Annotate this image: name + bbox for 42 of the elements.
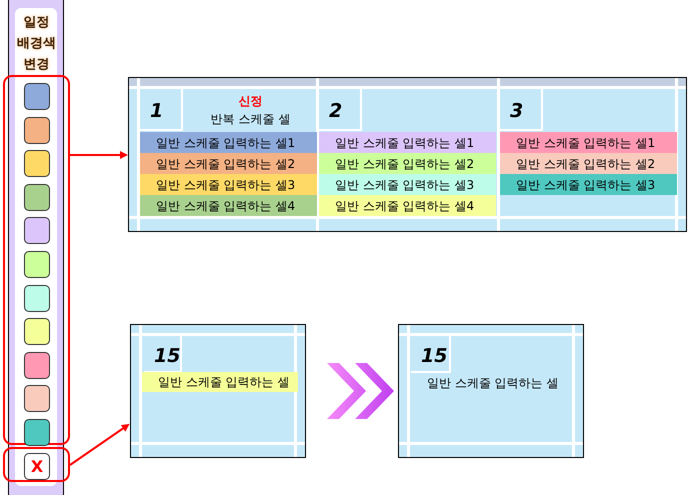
schedule-cell: 일반 스케줄 입력하는 셀1 (319, 132, 496, 153)
holiday-label: 신정 (238, 93, 262, 110)
date-number: 2 (329, 99, 342, 124)
color-swatch (24, 184, 50, 211)
color-swatch (24, 150, 50, 178)
color-swatch (24, 251, 50, 278)
arrow (70, 151, 128, 159)
calendar-panel (128, 77, 687, 232)
selection-outline (3, 447, 70, 482)
arrow (69, 424, 130, 466)
schedule-cell: 일반 스케줄 입력하는 셀1 (500, 132, 677, 153)
schedule-cell: 일반 스케줄 입력하는 셀2 (140, 153, 317, 174)
date-number: 15 (421, 344, 448, 369)
color-swatch (24, 217, 50, 244)
color-swatch (24, 83, 50, 110)
schedule-cell: 일반 스케줄 입력하는 셀2 (500, 153, 677, 174)
color-swatch (24, 284, 50, 312)
schedule-cell: 일반 스케줄 입력하는 셀3 (140, 174, 317, 195)
color-swatch (24, 116, 50, 144)
double-chevron-arrow (327, 363, 394, 419)
schedule-cell: 일반 스케줄 입력하는 셀4 (319, 195, 496, 216)
calendar-panel (130, 324, 306, 458)
schedule-cell: 일반 스케줄 입력하는 셀 (411, 373, 571, 393)
date-number: 1 (150, 99, 164, 124)
panel-heading: 일정 배경색 변경 (16, 14, 57, 74)
schedule-cell: 일반 스케줄 입력하는 셀1 (140, 132, 317, 153)
color-swatch (24, 318, 50, 346)
date-cell (411, 334, 451, 373)
color-swatch (24, 385, 50, 412)
repeat-schedule-label: 반복 스케줄 셀 (210, 111, 290, 128)
schedule-cell: 일반 스케줄 입력하는 셀4 (140, 195, 317, 216)
schedule-cell: 일반 스케줄 입력하는 셀3 (319, 174, 496, 195)
color-swatch (24, 419, 50, 446)
clear-color-button: X (24, 453, 50, 480)
schedule-cell: 일반 스케줄 입력하는 셀 (142, 372, 298, 392)
selection-outline (3, 75, 70, 445)
schedule-cell: 일반 스케줄 입력하는 셀3 (500, 174, 677, 195)
calendar-panel (398, 324, 584, 458)
color-swatch (24, 352, 50, 379)
schedule-cell: 일반 스케줄 입력하는 셀2 (319, 153, 496, 174)
date-number: 3 (510, 99, 524, 124)
date-number: 15 (154, 344, 180, 369)
